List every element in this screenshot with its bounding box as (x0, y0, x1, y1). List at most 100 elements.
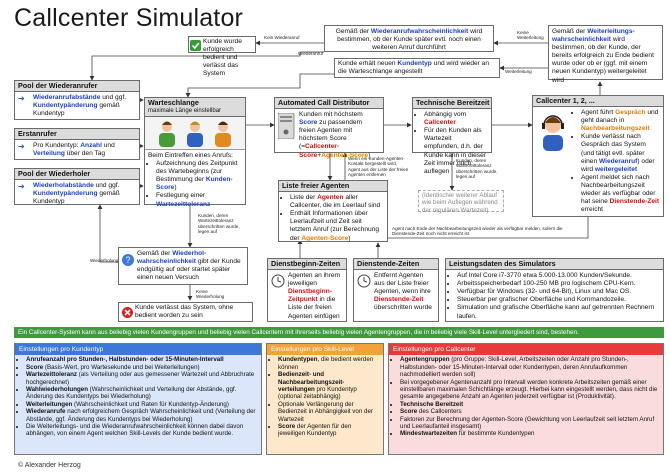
fa-bullet-2: Enthält Informationen über Leerlaufzeit … (290, 210, 384, 242)
panel-item-bold: Wiederanrufe (26, 408, 66, 416)
cc-b2d: weitergeleitet (594, 165, 638, 173)
leistung-list: Auf Intel Core i7-3770 etwa 5.000-13.000… (449, 272, 660, 321)
erst-b: Anzahl (80, 142, 102, 150)
queue-people-icon (159, 121, 231, 147)
label-keine-weiterleitung: Keine Weiterleitung (517, 30, 544, 41)
erst-e: über den Tag (64, 150, 106, 158)
leistung-item: Auf Intel Core i7-3770 etwa 5.000-13.000… (457, 272, 660, 280)
fa-bullet-1: Liste der Agenten aller Callcenter, die … (290, 194, 384, 210)
success-box: Kunde wurde erfolgreich bedient und verl… (188, 36, 256, 77)
success-text: Kunde wurde erfolgreich bedient und verl… (203, 38, 242, 78)
ws-b1: Aufzeichnung des Zeitpunkt des Wartebegi… (156, 160, 238, 184)
pw-d: gemäß Kundentyp (33, 190, 120, 206)
people-icons (145, 117, 245, 150)
warteschlange-bullet-1: Aufzeichnung des Zeitpunkt des Wartebegi… (156, 160, 242, 192)
tech-dashed-text: (Identischer weiterer Ablauf wie beim Au… (422, 192, 498, 214)
leistung-item: Simulation und grafische Oberfläche kann… (457, 304, 660, 320)
weiterleitung-decision-box: Gemäß der Weiterleitungs-wahrscheinlichk… (548, 25, 663, 84)
cc-bullet-3: Agent meldet sich nach Nachbearbeitungsz… (581, 174, 660, 214)
warteschlange-intro: Beim Eintreffen eines Anrufs: (148, 152, 233, 159)
panel-callcenter: Einstellungen pro Callcenter Agentengrup… (388, 343, 664, 455)
panel-item-bold: Mindestwartezeiten (400, 430, 458, 438)
wiederanruf-text-c: wird bestimmen, ob der Kunde später evtl… (337, 28, 483, 52)
warteschlange-box: Warteschlange maximale Länge einstellbar… (144, 97, 246, 208)
fa-b1a: Liste der (290, 194, 318, 202)
fa-b2c: ) (348, 234, 351, 242)
cc-bullet-1: Agent führt Gespräch und geht danach in … (581, 109, 660, 133)
db-c: in die Liste der freien Agenten einfügen (288, 296, 340, 320)
freie-agenten-header: Liste freier Agenten (279, 181, 387, 193)
pool-icon: ➜ (18, 94, 25, 104)
dienstende-header: Dienstende-Zeiten (354, 259, 438, 271)
server-icon (278, 113, 295, 140)
panel-item-bold: Agentengruppen (400, 356, 450, 364)
weiter-c: wird bestimmen, ob der Kunde, der bereit… (552, 36, 654, 84)
panel-item: Mindestwartezeiten für bestimmte Kundent… (400, 430, 660, 437)
tech-b: Callcenter (424, 119, 456, 127)
panel-item: Wartezeittoleranz (als Verteilung oder a… (26, 371, 258, 386)
panel-item-text: Optionale Verlängerung der Bedienzeit in… (278, 400, 373, 423)
panel-item-text: Die Weiterleitungs- und die Wiederanrufw… (26, 423, 244, 438)
weiter-a: Gemäß der (552, 28, 588, 35)
cc-b1b: Gespräch (615, 109, 646, 117)
acd-b: Score (299, 119, 318, 127)
cc-b2a: Kunde verlässt nach Gespräch das System … (581, 133, 646, 165)
clock-icon (271, 274, 285, 288)
newtype-b: Kundentyp (397, 60, 432, 67)
leistung-box: Leistungsdaten des Simulators Auf Intel … (445, 258, 664, 322)
panel-item-bold: Technische Bereitzeit (400, 400, 464, 408)
warteschlange-title: Warteschlange (148, 98, 199, 107)
panel-item: Bei vorgegebener Agentenanzahl pro Inter… (400, 379, 660, 401)
cc-b2b: Wiederanruf (598, 157, 638, 165)
panel-item: Technische Bereitzeit (400, 401, 660, 408)
panel-item-bold: Score (26, 363, 44, 371)
wh-c: gibt der Kunde endgültig auf oder starte… (137, 258, 241, 282)
panel-item-text: (pro Gruppe: Skill-Level, Arbeitszeiten … (400, 356, 629, 379)
panel-item-text: (Basis-Wert, pro Wartesekunde und bei We… (43, 363, 200, 371)
panel-item: Score (Basis-Wert, pro Wartesekunde und … (26, 364, 258, 371)
panel-item: Anrufeanzahl pro Stunden-, Halbstunden- … (26, 356, 258, 363)
panel-item: Wahlwiederholungen (Wahrscheinlichkeit u… (26, 386, 258, 401)
acd-note-1: Wenn ein Kunden-Agenten-Kontakt hergeste… (348, 156, 409, 178)
pool-wa-a: Wiederanrufabstände (33, 94, 101, 102)
summary-strip: Ein Callcenter-System kann aus beliebig … (14, 327, 664, 338)
wh-a: Gemäß der (137, 250, 173, 257)
pool-wa-b: und ggf. (100, 94, 127, 102)
cc-b2c: ) oder wird (581, 157, 655, 173)
acd-c: zu passendem freien Agenten mit höchstem… (299, 119, 363, 151)
acd-e: + (317, 151, 322, 159)
erst-a: Pro Kundentyp: (33, 142, 81, 150)
ws-b1c: ) (174, 184, 177, 192)
warteschlange-note: Kunden, deren Wartezeittoleranz überschr… (198, 213, 240, 235)
tech-bullet-1: Abhängig vom Callcenter (424, 111, 488, 127)
erst-c: und (101, 142, 115, 150)
warteschlange-header: Warteschlange maximale Länge einstellbar (145, 98, 245, 117)
de-b: Dienstende-Zeit (374, 296, 424, 304)
ws-b2: Festlegung einer (156, 192, 206, 200)
leistung-header: Leistungsdaten des Simulators (446, 259, 663, 271)
acd-box: Automated Call Distributor Kunden mit hö… (274, 97, 384, 159)
freie-agenten-box: Liste freier Agenten Liste der Agenten a… (278, 180, 388, 242)
panel-item: Weiterleitungen (Wahrscheinlichkeit und … (26, 401, 258, 408)
tech-note: Kunden, deren Wartezeittoleranz überschr… (456, 158, 498, 180)
panel-item-text: Bei vorgegebener Agentenanzahl pro Inter… (400, 378, 658, 401)
svg-text:?: ? (125, 255, 130, 265)
panel-kundentyp-list: Anrufeanzahl pro Stunden-, Halbstunden- … (15, 356, 261, 437)
cc-b3b: Dienstende-Zeit (609, 198, 660, 206)
panel-callcenter-list: Agentengruppen (pro Gruppe: Skill-Level,… (389, 356, 663, 437)
panel-item-bold: Score (278, 423, 296, 431)
panel-item: Bedienzeit- und Nachbearbeitungszeit-ver… (278, 371, 380, 401)
page-title: Callcenter Simulator (14, 4, 244, 32)
weiter-b: Weiterleitungs-wahrscheinlichkeit (552, 28, 635, 44)
leistung-item: Steuerbar per grafischer Oberfläche und … (457, 296, 660, 304)
leistung-item: Arbeitsspeicherbedarf 100-250 MB pro log… (457, 280, 660, 288)
erstanrufer-box: Erstanrufer ➜ Pro Kundentyp: Anzahl und … (14, 128, 140, 160)
panel-item-text: pro Kundentyp (optional zeitabhängig) (278, 386, 357, 401)
panel-item: Score des Callcenters (400, 408, 660, 415)
warteschlange-bullet-2: Festlegung einer Wartezeittoleranz (156, 192, 242, 208)
clock-icon (357, 274, 371, 288)
panel-skill-header: Einstellungen pro Skill-Level (267, 344, 383, 356)
arrow-newtype-to-queue (185, 73, 334, 98)
pool-wiederanrufer-header: Pool der Wiederanrufer (15, 81, 139, 93)
fa-b1b: Agenten (317, 194, 344, 202)
